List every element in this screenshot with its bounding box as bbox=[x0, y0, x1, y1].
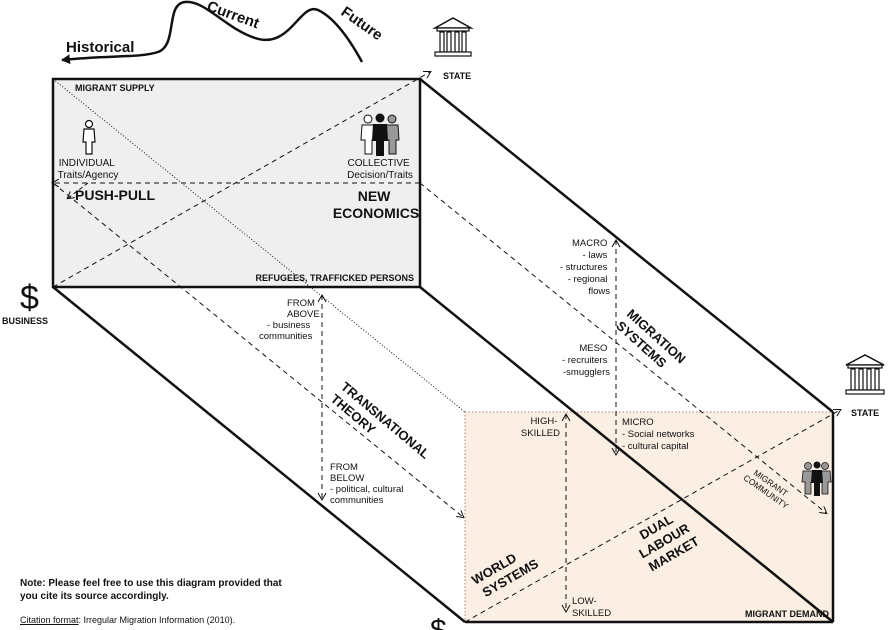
macro-label: MACRO - laws - structures - regional flo… bbox=[560, 238, 610, 297]
state-label-right: STATE bbox=[851, 408, 879, 418]
transnational-arrow bbox=[52, 182, 463, 517]
low-skill-arrowhead bbox=[561, 604, 571, 614]
meso-label: MESO - recruiters -smugglers bbox=[562, 343, 610, 378]
citation-label: Citation format bbox=[20, 615, 79, 625]
migrant-supply-label: MIGRANT SUPPLY bbox=[75, 83, 155, 93]
timeline-historical-label: Historical bbox=[66, 39, 134, 56]
migrant-community-icon bbox=[801, 461, 832, 496]
micro-label: MICRO - Social networks - cultural capit… bbox=[622, 417, 697, 452]
dollar-sign-left-icon: $ bbox=[20, 279, 39, 317]
from-below-arrowhead bbox=[317, 492, 327, 502]
from-above-label: FROM ABOVE - business communities bbox=[259, 298, 322, 342]
new-economics-label: NEW ECONOMICS bbox=[333, 188, 419, 221]
migration-systems-label: MIGRATION SYSTEMS bbox=[613, 306, 691, 381]
citation-text: : Irregular Migration Information (2010)… bbox=[78, 615, 236, 625]
business-label: BUSINESS bbox=[2, 316, 48, 326]
refugees-label: REFUGEES, TRAFFICKED PERSONS bbox=[255, 273, 414, 283]
migrant-demand-label: MIGRANT DEMAND bbox=[745, 609, 829, 619]
prism-edge-bottom-left bbox=[52, 286, 466, 623]
usage-note-line-2: you cite its source accordingly. bbox=[20, 591, 169, 602]
prism-edge-top-right bbox=[419, 78, 834, 413]
macro-arrowhead bbox=[611, 238, 621, 248]
low-skilled-label: LOW- SKILLED bbox=[572, 596, 611, 619]
state-building-icon bbox=[432, 17, 474, 57]
individual-label: INDIVIDUAL Traits/Agency bbox=[58, 158, 119, 181]
timeline-future-label: Future bbox=[338, 3, 386, 44]
micro-arrowhead bbox=[611, 447, 621, 457]
dollar-sign-bottom-icon: $ bbox=[430, 614, 447, 630]
state-label-top: STATE bbox=[443, 71, 471, 81]
collective-arrow bbox=[419, 182, 826, 513]
from-above-arrowhead bbox=[317, 293, 327, 303]
prism-edge-top-left-dotted bbox=[52, 78, 466, 413]
individual-person-icon bbox=[82, 119, 96, 155]
usage-note-line-1: Note: Please feel free to use this diagr… bbox=[20, 578, 282, 589]
timeline-curve bbox=[61, 0, 364, 65]
high-skilled-label: HIGH- SKILLED bbox=[521, 416, 560, 439]
collective-label: COLLECTIVE Decision/Traits bbox=[347, 158, 413, 181]
push-pull-label: PUSH-PULL bbox=[75, 187, 156, 203]
state-building-icon-right bbox=[845, 354, 885, 395]
front-diagonal-business-state bbox=[52, 72, 430, 288]
from-below-label: FROM BELOW - political, cultural communi… bbox=[330, 462, 406, 506]
usage-note: Note: Please feel free to use this diagr… bbox=[20, 577, 282, 603]
high-skill-arrowhead bbox=[561, 412, 571, 422]
prism-edge-bottom-right bbox=[419, 286, 834, 623]
citation: Citation format: Irregular Migration Inf… bbox=[20, 615, 235, 625]
collective-people-icon bbox=[360, 113, 400, 156]
